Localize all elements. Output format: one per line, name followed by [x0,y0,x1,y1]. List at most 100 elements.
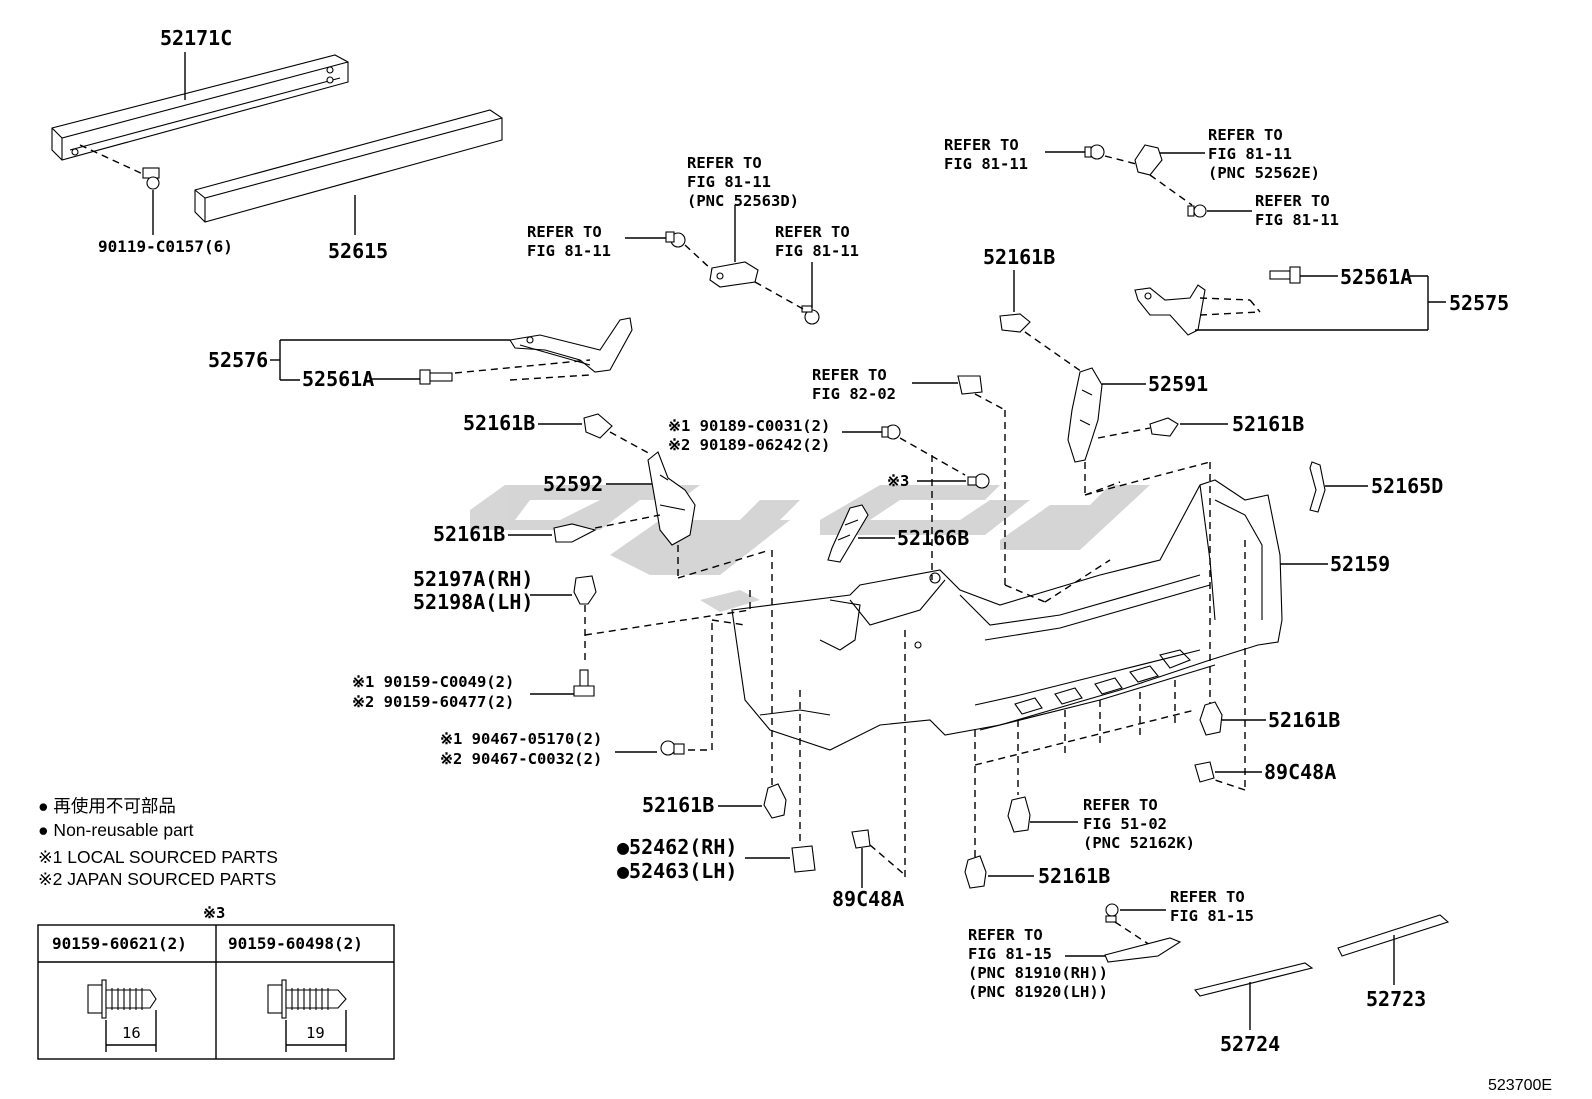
retainer-52562e-drawing [1134,144,1163,176]
ref6-line1: REFER TO [1255,192,1330,210]
plate-52165d-drawing [1309,461,1326,513]
ref1-line1: REFER TO [687,154,762,172]
clip-ref7-icon [957,375,983,395]
table-title: ※3 [203,904,225,922]
dash-ref6 [1149,174,1193,206]
ref9-line1: REFER TO [1170,888,1245,906]
reinforcement-52171c-drawing [51,54,349,161]
label-52166b: 52166B [897,526,969,550]
bolt-16-icon [87,979,157,1019]
label-52463: ●52463(LH) [617,859,737,883]
ref7-line2: FIG 82-02 [812,385,896,403]
clip-52161b-1-icon [583,413,613,439]
screw-ref9-icon [1105,903,1119,923]
clip-52197a-icon [573,575,597,605]
dash-89c48a-1b [869,844,906,876]
watermark-logo [470,485,1150,612]
dash-ref4 [1104,155,1141,166]
dash-52161b-5 [1097,427,1151,439]
ref2-line1: REFER TO [527,223,602,241]
label-52591: 52591 [1148,372,1208,396]
molding-52723-drawing [1337,914,1450,957]
label-52197a: 52197A(RH) [413,567,533,591]
bracket-52591-drawing [1067,367,1103,463]
label-52171c: 52171C [160,26,232,50]
dash-52161b-1 [609,431,653,456]
clip-52161b-6-icon [1199,701,1223,736]
label-52159: 52159 [1330,552,1390,576]
screw-90159-icon [573,669,595,697]
clip-90467-icon [660,740,685,756]
note-90159-1: ※1 90159-C0049(2) [352,673,514,691]
note-star3: ※3 [887,472,909,490]
clip-52161b-3-icon [763,783,787,819]
plate-52166b-drawing [827,504,869,563]
screw-ref6-icon [1187,204,1207,218]
dash-52575-b [1199,311,1261,316]
dash-90467-b [711,619,746,626]
dim1-value: 16 [122,1024,141,1042]
legend-line4: ※2 JAPAN SOURCED PARTS [38,869,276,889]
label-52198a: 52198A(LH) [413,590,533,614]
ref5-line1: REFER TO [1208,126,1283,144]
label-89c48a-2: 89C48A [1264,760,1336,784]
plate-52462-drawing [791,845,816,873]
nut-90189-icon [881,424,901,440]
ref1-line3: (PNC 52563D) [687,192,799,210]
label-90119: 90119-C0157(6) [98,237,233,256]
label-52724: 52724 [1220,1032,1280,1056]
legend-line1: ● 再使用不可部品 [38,796,176,816]
ref9-line2: FIG 81-15 [1170,907,1254,925]
label-52723: 52723 [1366,987,1426,1011]
reflector-81910-drawing [1104,937,1182,963]
ref10-line4: (PNC 81920(LH)) [968,983,1108,1001]
note-90467-1: ※1 90467-05170(2) [440,730,602,748]
dash-ref7-a [974,393,1006,411]
label-52161b-5: 52161B [1232,412,1304,436]
label-89c48a-1: 89C48A [832,887,904,911]
clip-89c48a-2-icon [1194,761,1215,783]
dash-52575-a [1199,297,1251,301]
label-52575: 52575 [1449,291,1509,315]
dash-ref3 [754,281,806,311]
dash-52592-b [677,549,771,579]
dash-bumper-2 [1084,461,1211,496]
ref10-line3: (PNC 81910(RH)) [968,964,1108,982]
legend-line2: ● Non-reusable part [38,820,194,840]
figure-id: 523700E [1488,1077,1552,1094]
clip-52161b-2-icon [553,523,597,543]
clip-89c48a-1-icon [851,829,871,849]
bracket-52575-drawing [1134,284,1206,336]
dash-52561a-l2 [509,374,591,381]
dash-ref7-c [1044,559,1111,603]
ref4-line1: REFER TO [944,136,1019,154]
note-90467-2: ※2 90467-C0032(2) [440,750,602,768]
clip-ref4-icon [1084,144,1105,160]
ref4-line2: FIG 81-11 [944,155,1028,173]
table-col2: 90159-60498(2) [228,934,363,953]
screw-ref3-icon [801,305,820,325]
bolt-52561a-left-icon [419,369,453,385]
ref3-line1: REFER TO [775,223,850,241]
label-52161b-6: 52161B [1268,708,1340,732]
bracket-52576-drawing [509,317,633,373]
dash-ref7-b [1004,584,1046,603]
dash-52197a-b [584,609,751,636]
dash-52561a-l [454,359,591,374]
dash-ref9 [1114,921,1151,946]
clip-52161b-5-icon [1149,417,1179,437]
label-52161b-2: 52161B [433,522,505,546]
label-52161b-1: 52161B [463,411,535,435]
ref2-line2: FIG 81-11 [527,242,611,260]
ref6-line2: FIG 81-11 [1255,211,1339,229]
bolt-52561a-right-icon [1269,266,1301,284]
label-52592: 52592 [543,472,603,496]
dash-bumper-bottom [974,709,1196,766]
ref3-line2: FIG 81-11 [775,242,859,260]
clip-52161b-4-icon [999,313,1031,333]
clip-ref8-icon [1007,796,1031,833]
dash-52575-c [1249,299,1261,313]
label-52561a-right: 52561A [1340,265,1412,289]
